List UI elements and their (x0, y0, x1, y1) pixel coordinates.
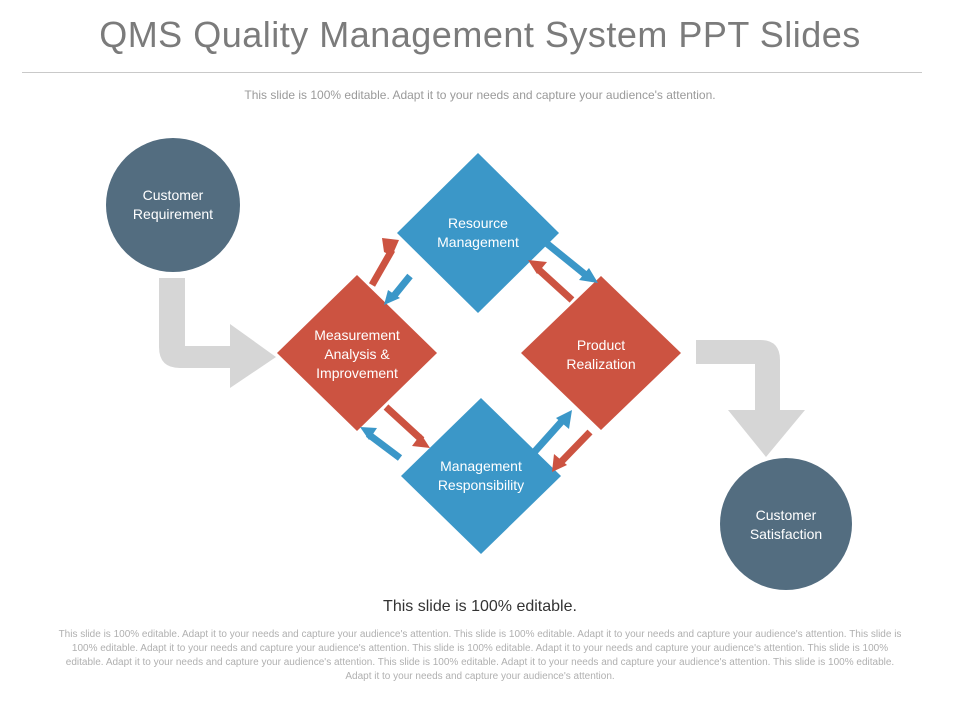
customer-satisfaction-circle (720, 458, 852, 590)
customer-satisfaction-label: Customer Satisfaction (749, 507, 823, 542)
customer-requirement-circle (106, 138, 240, 272)
editable-heading: This slide is 100% editable. (383, 598, 577, 615)
measurement-analysis-diamond (277, 275, 437, 431)
slide-subtitle: This slide is 100% editable. Adapt it to… (244, 88, 716, 102)
product-realization-diamond (521, 276, 681, 430)
resource-management-label: Resource Management (437, 215, 519, 250)
product-realization-label: Product Realization (566, 337, 636, 372)
slide-title: QMS Quality Management System PPT Slides (99, 14, 861, 55)
bottom-left-arrows (360, 404, 430, 461)
bottom-right-arrows (526, 410, 593, 472)
top-right-arrows (528, 239, 598, 303)
resource-management-diamond (397, 153, 559, 313)
top-left-arrows (368, 238, 413, 305)
input-flow-arrow (159, 278, 276, 388)
management-responsibility-label: Management Responsibility (437, 458, 525, 493)
measurement-analysis-label: Measurement Analysis & Improvement (314, 326, 400, 381)
body-paragraph: This slide is 100% editable. Adapt it to… (58, 629, 902, 682)
title-divider (22, 72, 922, 73)
output-flow-arrow (696, 340, 805, 457)
customer-requirement-label: Customer Requirement (132, 187, 214, 222)
management-responsibility-diamond (401, 398, 561, 554)
